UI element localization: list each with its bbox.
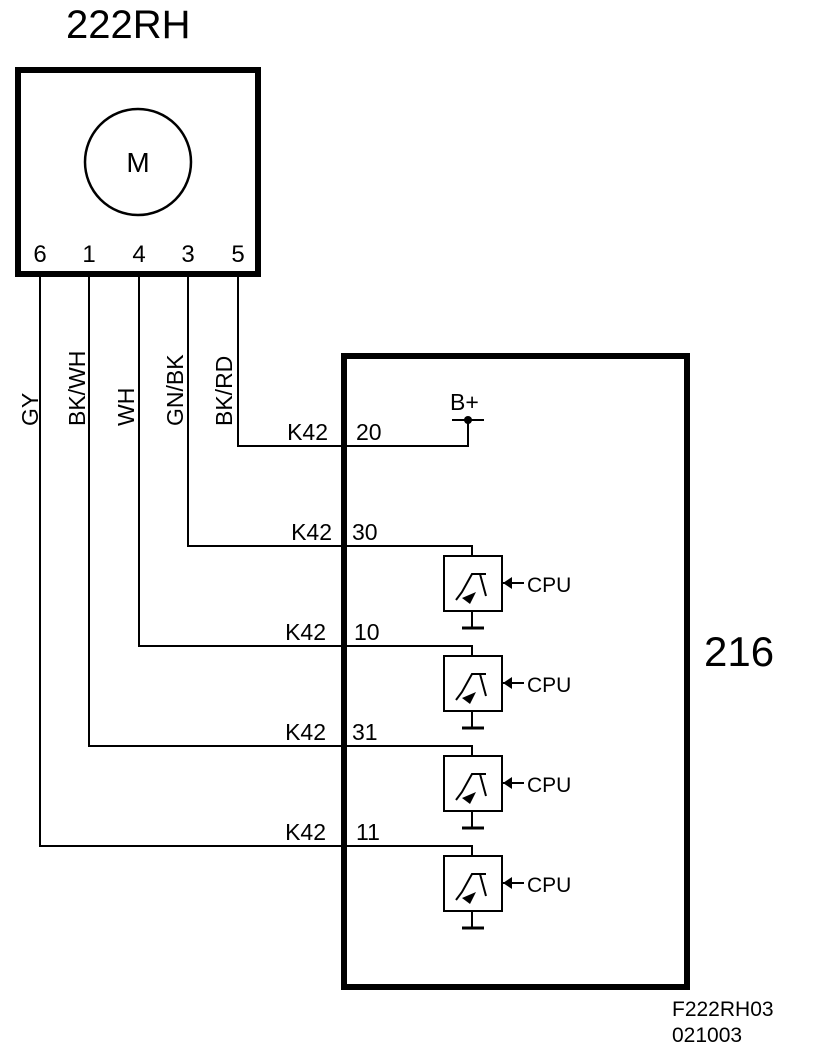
driver-switch-icon: [443, 855, 503, 912]
driver-label: CPU: [527, 874, 571, 897]
driver-block: CPU: [443, 655, 571, 730]
module-title: 216: [704, 628, 774, 675]
motor-pin: 6: [33, 241, 46, 268]
connector-label: K42: [285, 719, 326, 745]
wire-pin-4: [138, 276, 473, 656]
connector-label: K42: [285, 819, 326, 845]
motor-box: [15, 67, 261, 277]
motor-pin: 1: [82, 241, 95, 268]
wire-color-label: BK/WH: [64, 351, 90, 426]
motor-title: 222RH: [66, 3, 191, 47]
connector-label: K42: [287, 419, 328, 445]
module-box: [341, 353, 690, 990]
wires: [39, 276, 473, 856]
terminal-label: 31: [352, 719, 378, 745]
wire-pin-6: [39, 276, 473, 856]
motor-pin: 5: [231, 241, 244, 268]
terminal-label: 20: [356, 419, 382, 445]
motor-symbol: M: [126, 147, 149, 178]
wire-color-label: GY: [17, 393, 43, 426]
motor-pin: 4: [132, 241, 145, 268]
driver-switch-icon: [443, 655, 503, 712]
terminal-label: 30: [352, 519, 378, 545]
motor-pin: 3: [181, 241, 194, 268]
driver-block: CPU: [443, 855, 571, 930]
date-code: 021003: [672, 1024, 742, 1047]
connector-label: K42: [291, 519, 332, 545]
supply-node: [464, 416, 472, 424]
terminal-label: 11: [356, 819, 380, 845]
driver-block: CPU: [443, 755, 571, 830]
terminal-label: 10: [354, 619, 380, 645]
wire-pin-5: [237, 276, 469, 447]
figure-id: F222RH03: [672, 998, 774, 1021]
driver-block: CPU: [443, 555, 571, 630]
wire-color-label: BK/RD: [211, 356, 237, 426]
driver-switch-icon: [443, 755, 503, 812]
connector-label: K42: [285, 619, 326, 645]
wire-color-label: GN/BK: [162, 354, 188, 426]
driver-switch-icon: [443, 555, 503, 612]
wire-pin-1: [88, 276, 473, 756]
driver-label: CPU: [527, 674, 571, 697]
wire-pin-3: [187, 276, 473, 556]
driver-label: CPU: [527, 774, 571, 797]
wire-color-label: WH: [113, 388, 139, 426]
motor-icon: [83, 107, 193, 217]
supply-label: B+: [450, 389, 479, 415]
driver-label: CPU: [527, 574, 571, 597]
